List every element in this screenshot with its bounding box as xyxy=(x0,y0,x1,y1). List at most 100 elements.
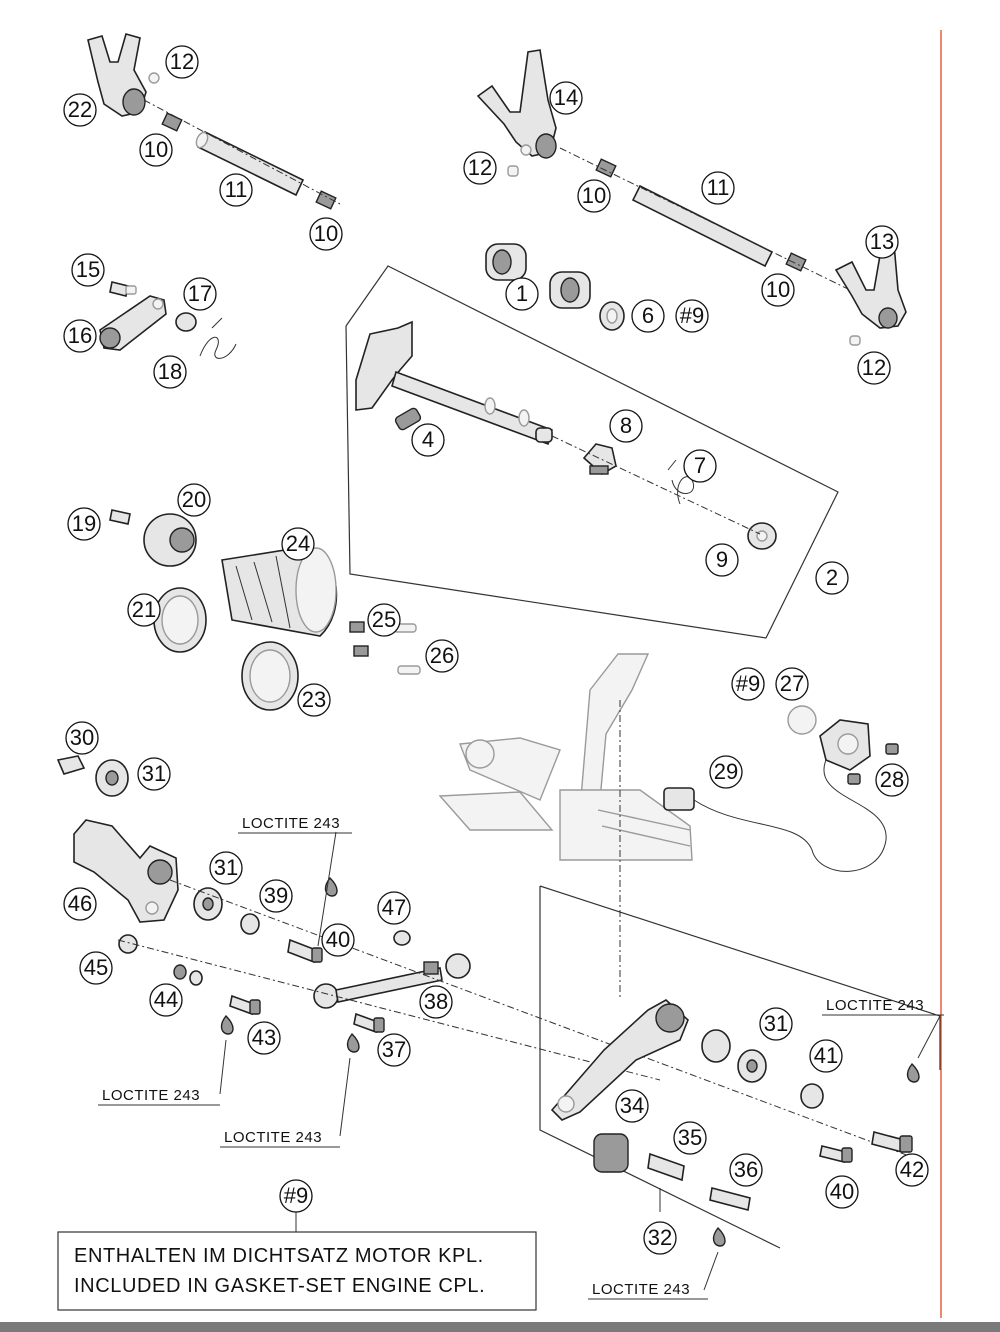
callout-number: 41 xyxy=(814,1043,838,1068)
callout-c10a: 10 xyxy=(139,133,173,167)
callout-number: 16 xyxy=(68,323,92,348)
callout-circle xyxy=(247,1021,281,1055)
callout-c32: 32 xyxy=(643,1221,677,1255)
callout-c12c: 12 xyxy=(857,351,891,385)
pins-26 xyxy=(393,623,421,675)
shift-star-20 xyxy=(143,513,197,567)
callout-c40b: 40 xyxy=(825,1175,859,1209)
callout-number: 47 xyxy=(382,895,406,920)
callout-circle xyxy=(63,887,97,921)
callout-number: 42 xyxy=(900,1157,924,1182)
callout-circle xyxy=(65,721,99,755)
nut-47 xyxy=(393,930,411,946)
callout-c9hash3: #9 xyxy=(279,1179,313,1213)
callout-c45: 45 xyxy=(79,951,113,985)
callout-circle xyxy=(139,133,173,167)
callout-number: 22 xyxy=(68,97,92,122)
gear-sensor-29 xyxy=(663,719,887,872)
callout-c13: 13 xyxy=(865,225,899,259)
axis-line-lower-left xyxy=(117,939,661,1081)
callout-number: 31 xyxy=(764,1011,788,1036)
callout-circle xyxy=(731,667,765,701)
spring-10-a xyxy=(161,112,183,132)
washer-45 xyxy=(118,934,138,954)
callout-number: 10 xyxy=(766,277,790,302)
callout-c12a: 12 xyxy=(165,45,199,79)
callout-circle xyxy=(673,1121,707,1155)
spring-18 xyxy=(199,317,237,359)
callout-c23: 23 xyxy=(297,683,331,717)
callout-circle xyxy=(857,351,891,385)
callout-number: 12 xyxy=(468,155,492,180)
callout-number: #9 xyxy=(284,1183,308,1208)
callout-circle xyxy=(127,593,161,627)
callout-number: 31 xyxy=(214,855,238,880)
callout-c9hash: #9 xyxy=(675,299,709,333)
callout-circle xyxy=(809,1039,843,1073)
callout-c12b: 12 xyxy=(463,151,497,185)
callout-c40a: 40 xyxy=(321,923,355,957)
callout-circle xyxy=(895,1153,929,1187)
callout-circle xyxy=(825,1175,859,1209)
axis-line-lever xyxy=(169,879,921,1161)
shift-drum-24 xyxy=(221,545,338,637)
callout-c7: 7 xyxy=(683,449,717,483)
bearing-31-c xyxy=(701,1029,767,1083)
callout-c31a: 31 xyxy=(137,757,171,791)
callout-number: 45 xyxy=(84,955,108,980)
callout-number: 8 xyxy=(620,413,632,438)
shift-fork-13 xyxy=(834,243,907,346)
bolt-40-b xyxy=(819,1145,853,1163)
callout-circle xyxy=(219,173,253,207)
callout-number: 30 xyxy=(70,725,94,750)
callout-circle xyxy=(259,879,293,913)
callout-number: 36 xyxy=(734,1157,758,1182)
callout-number: 18 xyxy=(158,359,182,384)
bearing-23 xyxy=(241,641,299,711)
callout-number: 24 xyxy=(286,531,310,556)
callout-c38: 38 xyxy=(419,985,453,1019)
callout-c8: 8 xyxy=(609,409,643,443)
callout-c39: 39 xyxy=(259,879,293,913)
callout-c36: 36 xyxy=(729,1153,763,1187)
shift-pedal-32 xyxy=(550,999,689,1121)
callout-circle xyxy=(63,93,97,127)
callout-circle xyxy=(209,851,243,885)
callout-number: 29 xyxy=(714,759,738,784)
loctite-drops xyxy=(220,876,920,1247)
callout-c16: 16 xyxy=(63,319,97,353)
bolt-40-a xyxy=(287,938,323,964)
callout-circle xyxy=(615,1089,649,1123)
spring-10-c xyxy=(595,158,617,178)
callout-number: 40 xyxy=(830,1179,854,1204)
roller-17 xyxy=(175,312,197,332)
callout-circle xyxy=(297,683,331,717)
shift-fork-14 xyxy=(476,49,557,177)
callout-circle xyxy=(153,355,187,389)
callout-number: 10 xyxy=(582,183,606,208)
callout-number: 12 xyxy=(170,49,194,74)
callout-c37: 37 xyxy=(377,1033,411,1067)
washers-44 xyxy=(173,964,203,986)
callout-number: #9 xyxy=(736,671,760,696)
callout-c20: 20 xyxy=(177,483,211,517)
shift-fork-22 xyxy=(87,33,160,117)
o-ring-27 xyxy=(787,705,817,735)
shift-shaft-2 xyxy=(355,320,553,446)
callout-circle xyxy=(377,1033,411,1067)
callout-c18: 18 xyxy=(153,355,187,389)
callout-circle xyxy=(183,277,217,311)
bolt-36 xyxy=(709,1187,751,1211)
callout-c31b: 31 xyxy=(209,851,243,885)
callout-circle xyxy=(71,253,105,287)
callout-circle xyxy=(865,225,899,259)
callout-c24: 24 xyxy=(281,527,315,561)
callout-circle xyxy=(165,45,199,79)
washer-6 xyxy=(599,301,625,331)
loctite-label-4: LOCTITE 243 xyxy=(826,997,924,1014)
callout-circle xyxy=(775,667,809,701)
footrest-bracket xyxy=(438,653,693,861)
callout-number: 25 xyxy=(372,607,396,632)
callout-c15: 15 xyxy=(71,253,105,287)
